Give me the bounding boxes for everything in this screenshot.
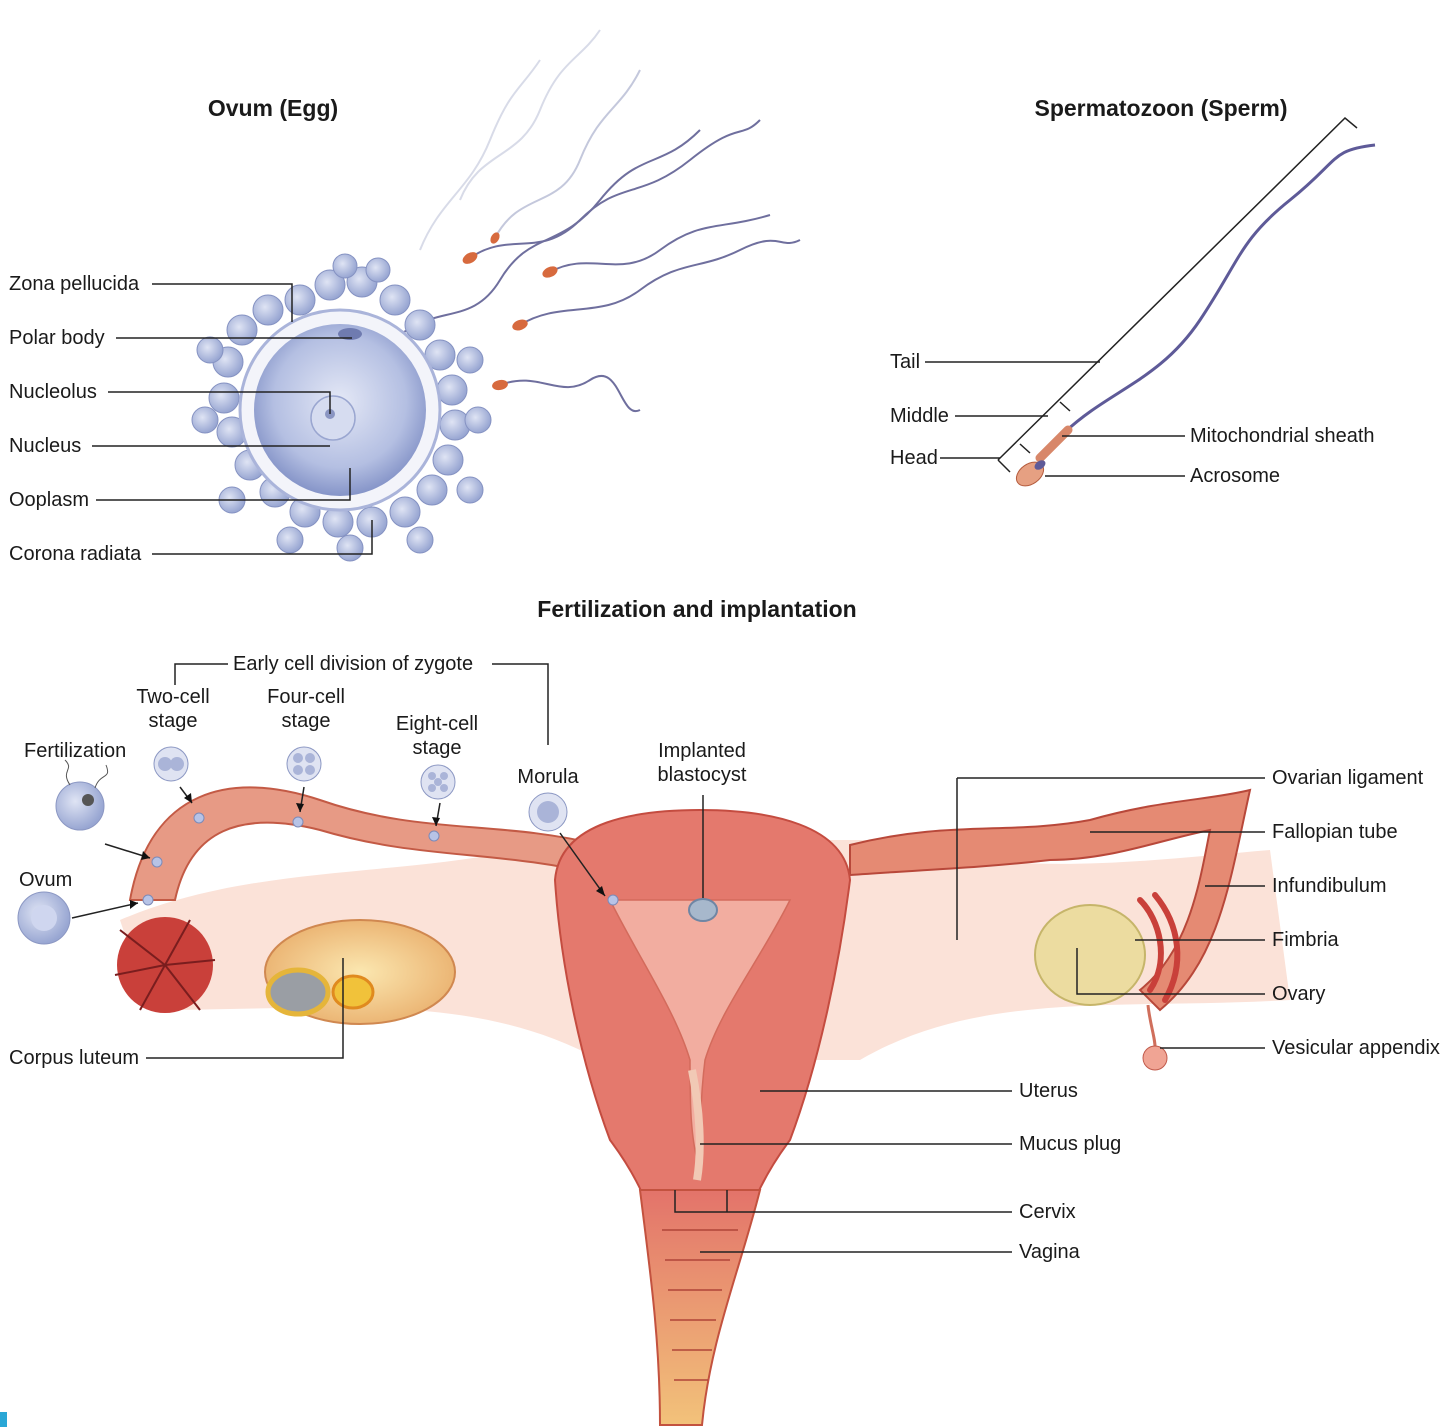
sperm-middle	[1040, 430, 1068, 458]
label-implanted-line2: blastocyst	[658, 763, 747, 787]
label-cervix: Cervix	[1019, 1200, 1076, 1224]
left-follicle	[333, 976, 373, 1008]
ovum-title: Ovum (Egg)	[208, 95, 338, 122]
left-corpus-luteum-follicle	[268, 970, 328, 1014]
sperm-title: Spermatozoon (Sperm)	[1034, 95, 1287, 122]
vesicular-appendix-bulb	[1143, 1046, 1167, 1070]
two-cell-icon	[154, 747, 188, 781]
label-eight-cell-line2: stage	[396, 736, 478, 760]
label-implanted-blastocyst: Implanted blastocyst	[658, 739, 747, 787]
label-nucleolus: Nucleolus	[9, 380, 97, 404]
label-ovary: Ovary	[1272, 982, 1325, 1006]
label-acrosome: Acrosome	[1190, 464, 1280, 488]
label-ooplasm: Ooplasm	[9, 488, 89, 512]
label-polar-body: Polar body	[9, 326, 105, 350]
sperm-tail	[1065, 145, 1375, 432]
label-corpus-luteum: Corpus luteum	[9, 1046, 139, 1070]
label-morula: Morula	[517, 765, 578, 789]
eight-cell-icon	[421, 765, 455, 799]
label-eight-cell-stage: Eight-cell stage	[396, 712, 478, 760]
label-ovum: Ovum	[19, 868, 72, 892]
vesicular-appendix	[1148, 1005, 1155, 1050]
ovum-icon	[18, 892, 70, 944]
label-early-cell-division: Early cell division of zygote	[233, 652, 473, 676]
label-tail: Tail	[890, 350, 920, 374]
label-vesicular-appendix: Vesicular appendix	[1272, 1036, 1440, 1060]
label-ovarian-ligament: Ovarian ligament	[1272, 766, 1423, 790]
morula-icon	[529, 793, 567, 831]
label-vagina: Vagina	[1019, 1240, 1080, 1264]
label-zona-pellucida: Zona pellucida	[9, 272, 139, 296]
label-two-cell-line1: Two-cell	[136, 685, 209, 709]
label-four-cell-line2: stage	[267, 709, 345, 733]
fertilization-title: Fertilization and implantation	[537, 596, 856, 623]
label-infundibulum: Infundibulum	[1272, 874, 1387, 898]
label-uterus: Uterus	[1019, 1079, 1078, 1103]
label-four-cell-stage: Four-cell stage	[267, 685, 345, 733]
right-ovary	[1035, 905, 1145, 1005]
label-mitochondrial-sheath: Mitochondrial sheath	[1190, 424, 1375, 448]
label-nucleus: Nucleus	[9, 434, 81, 458]
label-fimbria: Fimbria	[1272, 928, 1339, 952]
label-middle: Middle	[890, 404, 949, 428]
implanted-blastocyst	[689, 899, 717, 921]
four-cell-icon	[287, 747, 321, 781]
label-implanted-line1: Implanted	[658, 739, 747, 763]
label-fallopian-tube: Fallopian tube	[1272, 820, 1398, 844]
fertilization-icon	[56, 760, 108, 830]
label-four-cell-line1: Four-cell	[267, 685, 345, 709]
label-eight-cell-line1: Eight-cell	[396, 712, 478, 736]
label-fertilization: Fertilization	[24, 739, 126, 763]
label-mucus-plug: Mucus plug	[1019, 1132, 1121, 1156]
sperm-leader-lines	[925, 118, 1357, 476]
label-corona-radiata: Corona radiata	[9, 542, 141, 566]
label-two-cell-stage: Two-cell stage	[136, 685, 209, 733]
vagina	[640, 1190, 760, 1425]
label-two-cell-line2: stage	[136, 709, 209, 733]
corner-tab	[0, 1412, 7, 1427]
label-head: Head	[890, 446, 938, 470]
